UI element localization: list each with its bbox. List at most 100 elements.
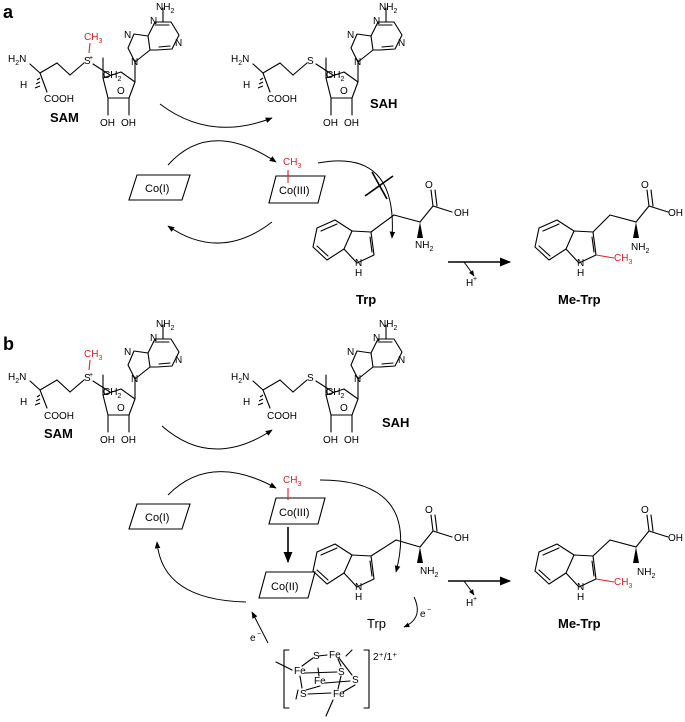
svg-text:COOH: COOH [44,411,74,422]
svg-text:OH: OH [668,208,683,219]
co3-box-a [268,175,326,204]
svg-text:OH: OH [100,435,115,446]
sah-molecule-b: H2N H COOH S CH2 O OH OH NH2 N N N N [231,319,405,446]
svg-text:H2N: H2N [231,54,249,67]
svg-text:O: O [425,505,433,516]
svg-text:H: H [577,268,584,279]
svg-text:O: O [425,180,433,191]
svg-text:e: e [420,609,426,620]
svg-text:N: N [373,333,380,344]
svg-text:H: H [20,397,27,408]
svg-text:H: H [243,80,250,91]
panel-label-a: a [3,2,14,22]
svg-text:CH2: CH2 [326,387,344,400]
co1-box-a [128,174,191,201]
svg-text:Co(III): Co(III) [279,185,310,197]
svg-text:N: N [355,582,362,593]
svg-text:N: N [347,30,354,41]
svg-text:CH3: CH3 [84,32,102,45]
svg-text:N: N [124,347,131,358]
label-trp-b: Trp [367,616,386,631]
svg-text:Co(I): Co(I) [145,512,169,524]
methyl-transfer-arrow-b [319,479,402,573]
svg-text:+: + [89,372,93,379]
sam-molecule-b: H2N H COOH S + CH3 CH2 O OH OH NH2 N N N… [8,319,182,446]
svg-text:Co(III): Co(III) [279,507,310,519]
svg-text:N: N [175,38,182,49]
svg-text:OH: OH [323,435,338,446]
svg-text:O: O [117,403,125,414]
blocked-methyl-transfer-arrow [317,160,396,239]
co3-to-co1-arrow-a [167,221,273,244]
svg-text:N: N [131,57,138,68]
svg-text:O: O [340,86,348,97]
svg-text:OH: OH [344,118,359,129]
svg-text:Co(I): Co(I) [145,183,169,195]
svg-text:N: N [347,347,354,358]
svg-text:S: S [307,373,314,384]
svg-text:CH3: CH3 [84,349,102,362]
me-trp-molecule-b: O OH NH2 CH3 N H [534,505,683,603]
co2-box-b [258,571,316,599]
svg-text:H: H [466,598,473,609]
svg-text:O: O [641,505,649,516]
svg-text:N: N [354,374,361,385]
svg-text:S: S [307,56,314,67]
svg-text:CH3: CH3 [614,253,632,266]
svg-text:S: S [84,56,91,67]
svg-text:COOH: COOH [44,94,74,105]
svg-text:+: + [89,55,93,62]
svg-text:OH: OH [344,435,359,446]
svg-text:N: N [131,374,138,385]
svg-text:H: H [243,397,250,408]
svg-text:H2N: H2N [8,54,26,67]
svg-text:−: − [427,607,431,614]
co1-box-b [128,503,191,530]
label-sam-a: SAM [50,110,79,125]
cluster-charge: 2⁺/1⁺ [373,652,397,663]
svg-text:O: O [641,180,649,191]
svg-text:H: H [577,592,584,603]
svg-text:S: S [338,667,345,678]
sam-to-sah-arrow-b [161,425,273,450]
sam-to-sah-arrow-a [159,103,273,128]
svg-text:N: N [354,57,361,68]
svg-text:N: N [175,355,182,366]
svg-text:OH: OH [323,118,338,129]
electron-release-arrow [403,596,418,628]
svg-text:Fe: Fe [329,650,341,661]
svg-text:CH3: CH3 [283,157,301,170]
svg-text:N: N [124,30,131,41]
svg-text:NH2: NH2 [637,567,655,580]
svg-text:N: N [398,355,405,366]
svg-text:CH3: CH3 [614,577,632,590]
svg-text:O: O [117,86,125,97]
svg-text:OH: OH [121,118,136,129]
sah-molecule-a: H2N H COOH S CH2 O OH OH NH2 N N N N [231,2,405,129]
label-me-trp-b: Me-Trp [558,616,601,631]
svg-text:NH2: NH2 [156,2,174,15]
svg-text:NH2: NH2 [156,319,174,332]
electron-to-co2-arrow [251,611,269,644]
label-sah-a: SAH [370,96,397,111]
label-me-trp-a: Me-Trp [558,292,601,307]
svg-text:S: S [313,651,320,662]
svg-text:H2N: H2N [231,372,249,385]
svg-text:N: N [373,16,380,27]
co3-box-b [268,497,326,525]
svg-text:N: N [577,582,584,593]
trp-molecule-b: O OH NH2 N H [312,505,469,603]
svg-text:CH3: CH3 [283,475,301,488]
trp-molecule-a: O OH NH2 N H [312,180,469,279]
svg-text:OH: OH [100,118,115,129]
svg-text:COOH: COOH [267,411,297,422]
svg-text:O: O [340,403,348,414]
svg-text:NH2: NH2 [415,240,433,253]
svg-text:N: N [150,16,157,27]
svg-text:CH2: CH2 [103,70,121,83]
co2-to-co1-arrow-b [154,541,247,603]
svg-text:S: S [84,373,91,384]
svg-text:NH2: NH2 [379,319,397,332]
svg-text:N: N [398,38,405,49]
